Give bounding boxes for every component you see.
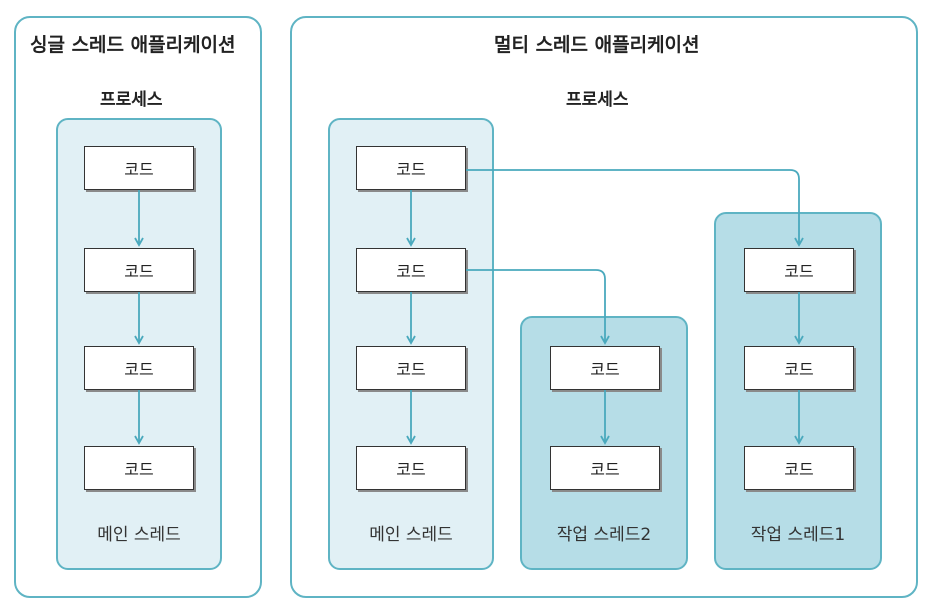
worker2-code-2: 코드	[550, 446, 660, 490]
worker-thread2-label: 작업 스레드2	[556, 525, 652, 545]
single-process-label: 프로세스	[100, 90, 163, 110]
worker-thread1-box	[714, 212, 882, 570]
worker1-code-2: 코드	[744, 346, 854, 390]
single-thread-app-title: 싱글 스레드 애플리케이션	[30, 34, 236, 56]
multi-process-label: 프로세스	[566, 90, 629, 110]
multi-main-code-2: 코드	[356, 248, 466, 292]
worker-thread1-label: 작업 스레드1	[750, 525, 846, 545]
worker1-code-3: 코드	[744, 446, 854, 490]
multi-main-code-4: 코드	[356, 446, 466, 490]
spawn-arrow-worker2	[466, 269, 610, 345]
single-main-code-2: 코드	[84, 248, 194, 292]
single-main-thread-label: 메인 스레드	[97, 525, 181, 545]
worker1-code-1: 코드	[744, 248, 854, 292]
multi-main-thread-label: 메인 스레드	[369, 525, 453, 545]
multi-thread-app-title: 멀티 스레드 애플리케이션	[494, 34, 700, 56]
spawn-arrow-worker1	[466, 169, 804, 247]
multi-main-code-1: 코드	[356, 146, 466, 190]
worker2-code-1: 코드	[550, 346, 660, 390]
single-main-code-4: 코드	[84, 446, 194, 490]
single-main-code-1: 코드	[84, 146, 194, 190]
single-main-code-3: 코드	[84, 346, 194, 390]
multi-main-code-3: 코드	[356, 346, 466, 390]
